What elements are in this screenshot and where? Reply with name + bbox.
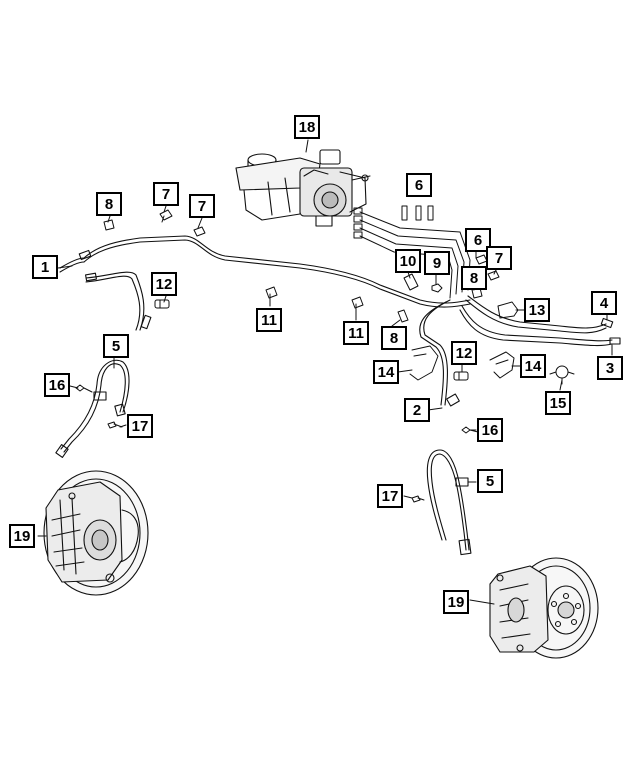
brake-line-1 — [59, 235, 471, 331]
callout-2: 2 — [404, 398, 430, 422]
callout-19-right: 19 — [443, 590, 469, 614]
callout-11-middle: 11 — [343, 321, 369, 345]
callout-7-middle: 7 — [189, 194, 215, 218]
clip-11-middle — [351, 296, 364, 313]
callout-16-right: 16 — [477, 418, 503, 442]
hose-clip-right — [411, 495, 425, 503]
master-cylinder-abs-module — [235, 149, 371, 227]
callout-17-right: 17 — [377, 484, 403, 508]
leader-lines — [37, 139, 613, 605]
callout-1: 1 — [32, 255, 58, 279]
bleeder-screw-left — [75, 384, 93, 393]
callout-5-left: 5 — [103, 334, 129, 358]
callout-17-left: 17 — [127, 414, 153, 438]
grommet-9 — [431, 283, 443, 293]
callout-9: 9 — [424, 251, 450, 275]
callout-16-left: 16 — [44, 373, 70, 397]
bracket-14-right — [489, 351, 515, 379]
callout-11-left: 11 — [256, 308, 282, 332]
callout-14-left: 14 — [373, 360, 399, 384]
callout-10: 10 — [395, 249, 421, 273]
clip-11-left — [265, 286, 278, 303]
callout-15: 15 — [545, 391, 571, 415]
callout-8-right: 8 — [461, 266, 487, 290]
callout-4: 4 — [591, 291, 617, 315]
bracket-14-left — [409, 345, 439, 381]
clip-7-left — [159, 209, 206, 237]
callout-12-left: 12 — [151, 272, 177, 296]
brake-assembly-right — [489, 557, 599, 659]
bracket-8-middle — [397, 309, 409, 323]
callout-13: 13 — [524, 298, 550, 322]
callout-8-left: 8 — [96, 192, 122, 216]
brake-hose-left — [55, 359, 130, 458]
brake-hose-right — [426, 449, 472, 556]
connector-12-left — [154, 299, 170, 309]
callout-3: 3 — [597, 356, 623, 380]
brake-lines-right — [419, 295, 621, 407]
bracket-8-left — [103, 219, 115, 231]
callout-8-middle: 8 — [381, 326, 407, 350]
callout-12-right: 12 — [451, 341, 477, 365]
line-clips-6 — [401, 205, 434, 221]
fitting-10 — [403, 273, 419, 291]
callout-6: 6 — [406, 173, 432, 197]
callout-5-right: 5 — [477, 469, 503, 493]
callout-14-right: 14 — [520, 354, 546, 378]
callout-18: 18 — [294, 115, 320, 139]
callout-19-left: 19 — [9, 524, 35, 548]
connector-12-right — [453, 371, 469, 381]
callout-7-right: 7 — [486, 246, 512, 270]
callout-7-left: 7 — [153, 182, 179, 206]
bracket-13 — [497, 301, 519, 319]
brake-assembly-left — [43, 470, 149, 596]
